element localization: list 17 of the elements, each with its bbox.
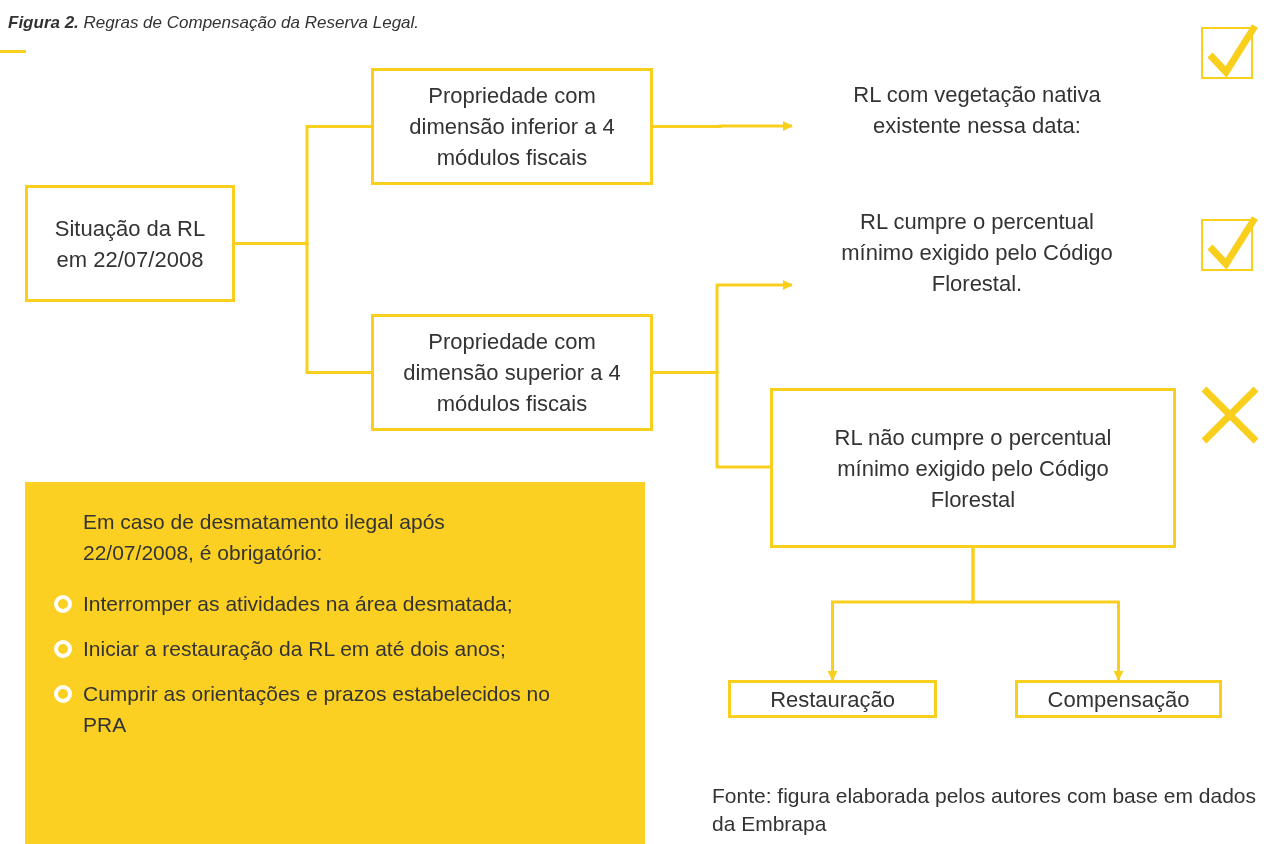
process-box: Situação da RL em 22/07/2008 — [25, 185, 235, 302]
note-item: Interromper as atividades na área desmatada; — [83, 591, 513, 617]
process-box: Restauração — [728, 680, 937, 718]
connector-arrow — [971, 548, 1124, 681]
figure-title: Figura 2. Regras de Compensação da Reserva Legal. — [8, 12, 420, 34]
process-box: Propriedade com dimensão inferior a 4 módulos fiscais — [371, 68, 653, 185]
note-panel — [25, 482, 645, 844]
outcome-text: RL com vegetação nativa existente nessa data: — [792, 72, 1162, 148]
outcome-text: RL cumpre o percentual mínimo exigido pelo Código Florestal. — [792, 202, 1162, 302]
process-box: Propriedade com dimensão superior a 4 módulos fiscais — [371, 314, 653, 431]
connector-arrow — [653, 121, 793, 131]
note-heading: Em caso de desmatamento ilegal após 22/07/2008, é obrigatório: — [82, 509, 446, 566]
source-caption: Fonte: figura elaborada pelos autores com base em dados da Embrapa — [712, 783, 1257, 837]
note-item: Cumprir as orientações e prazos estabelecidos no PRA — [83, 681, 551, 738]
process-box: Compensação — [1015, 680, 1222, 718]
process-box: RL não cumpre o percentual mínimo exigido pelo Código Florestal — [770, 388, 1176, 548]
note-item: Iniciar a restauração da RL em até dois anos; — [83, 636, 506, 662]
